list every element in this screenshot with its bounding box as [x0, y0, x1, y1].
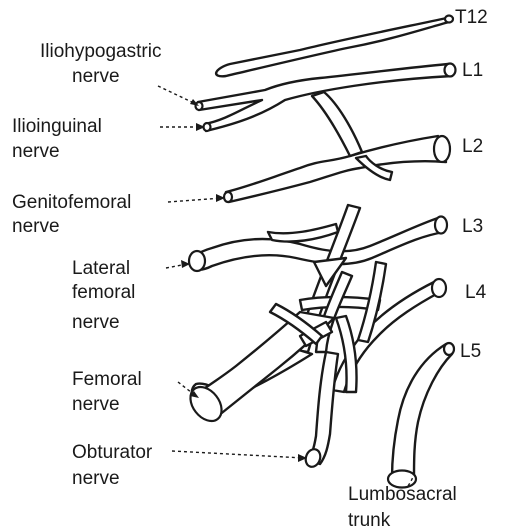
label-lateral-femoral-line1: Lateral [72, 258, 130, 279]
label-femoral-line1: Femoral [72, 369, 142, 390]
label-obturator-line1: Obturator [72, 442, 153, 463]
label-lumbosacral-line2: trunk [348, 510, 391, 529]
label-l4: L4 [465, 282, 487, 303]
label-femoral-line2: nerve [72, 394, 120, 415]
l5-root [388, 343, 454, 488]
label-obturator-line2: nerve [72, 468, 120, 489]
label-lateral-femoral-line3: nerve [72, 312, 120, 333]
label-genitofemoral-line1: Genitofemoral [12, 192, 131, 213]
label-iliohypogastric-line2: nerve [72, 66, 120, 87]
label-ilioinguinal-line1: Ilioinguinal [12, 116, 102, 137]
femoral-trunk [184, 304, 334, 427]
label-genitofemoral-line2: nerve [12, 216, 60, 237]
label-l2: L2 [462, 136, 483, 157]
label-ilioinguinal-line2: nerve [12, 141, 60, 162]
label-iliohypogastric-line1: Iliohypogastric [40, 41, 161, 62]
label-lumbosacral-line1: Lumbosacral [348, 484, 457, 505]
label-l5: L5 [460, 341, 481, 362]
label-l1: L1 [462, 60, 483, 81]
label-lateral-femoral-line2: femoral [72, 282, 135, 303]
labels: T12 L1 L2 L3 L4 L5 Iliohypogastric nerve… [12, 7, 488, 529]
label-t12: T12 [455, 7, 488, 28]
label-l3: L3 [462, 216, 483, 237]
